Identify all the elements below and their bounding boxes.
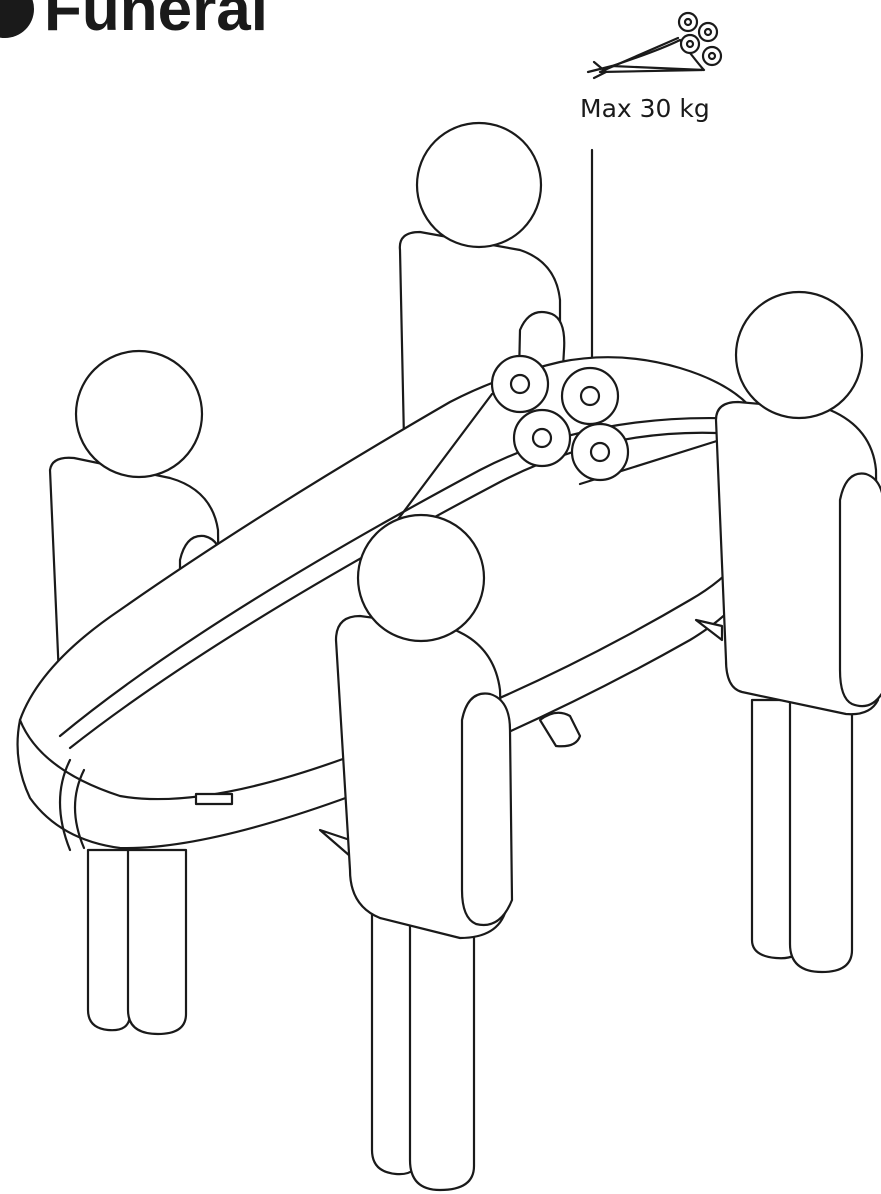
flower-bouquet-icon: [588, 13, 721, 78]
weight-limit-label: Max 30 kg: [580, 94, 710, 123]
pallbearer-right: [716, 292, 881, 972]
